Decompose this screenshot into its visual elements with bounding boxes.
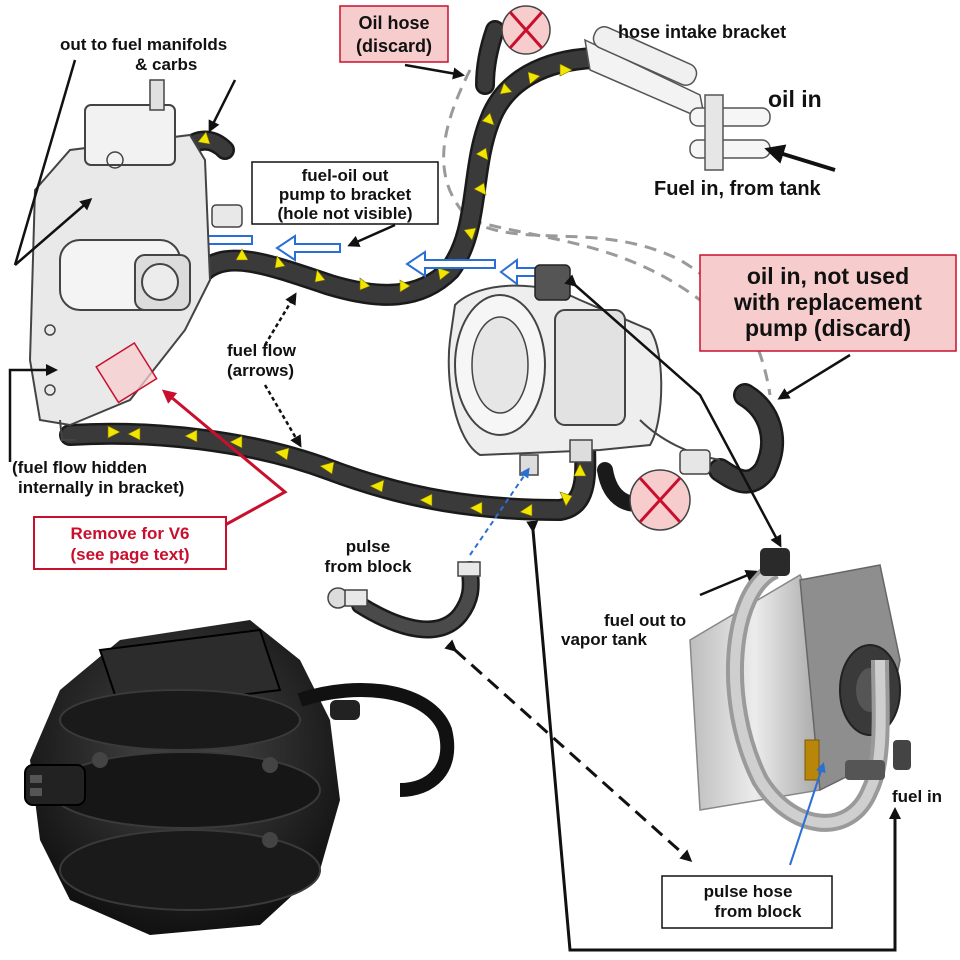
label-fuel-out-vapor-2: vapor tank (561, 630, 648, 649)
label-remove-for-v6-1: Remove for V6 (70, 524, 189, 543)
label-out-to-fuel-manifolds-2: & carbs (135, 55, 197, 74)
label-fuel-flow-1: fuel flow (227, 341, 297, 360)
pulse-fitting (327, 561, 481, 609)
label-remove-for-v6-2: (see page text) (70, 545, 189, 564)
pulse-hose-box (661, 875, 833, 929)
label-hose-intake-bracket: hose intake bracket (618, 22, 786, 42)
discard-x-oil-hose (501, 5, 551, 55)
remove-for-v6-highlight (95, 341, 158, 404)
label-fuel-flow-2: (arrows) (227, 361, 294, 380)
label-oil-hose-1: Oil hose (358, 13, 429, 33)
label-pulse-hose-1: pulse hose (704, 882, 793, 901)
oil-in-not-used-box (699, 254, 957, 352)
fuel-oil-out-box (251, 161, 439, 225)
label-pulse-from-block-2: from block (325, 557, 412, 576)
oil-hose-box (339, 5, 449, 63)
label-pulse-from-block-1: pulse (346, 537, 390, 556)
remove-leader (161, 389, 288, 527)
pulse-arrows (469, 467, 826, 866)
label-fuel-in-from-tank: Fuel in, from tank (654, 178, 822, 200)
label-fuel-oil-out-2: pump to bracket (279, 185, 412, 204)
discard-x-oil-in (629, 469, 691, 531)
label-oil-in-not-used-3: pump (discard) (745, 315, 911, 341)
label-oil-in: oil in (768, 86, 822, 112)
label-pulse-hose-2: from block (715, 902, 802, 921)
remove-for-v6-box (33, 516, 227, 570)
replacement-pump-photo (24, 620, 455, 935)
label-oil-in-not-used-2: with replacement (733, 289, 922, 315)
mechanical-pump-photo (689, 548, 911, 832)
label-fuel-in: fuel in (892, 787, 942, 806)
label-oil-in-not-used-1: oil in, not used (747, 263, 909, 289)
fuel-bracket (28, 79, 243, 441)
hose-intake-bracket (584, 26, 771, 171)
label-fuel-flow-hidden-2: internally in bracket) (18, 478, 184, 497)
label-fuel-flow-hidden-1: (fuel flow hidden (12, 458, 147, 477)
label-oil-hose-2: (discard) (356, 36, 432, 56)
leader-lines (8, 59, 901, 952)
center-vro-pump (447, 264, 721, 476)
label-fuel-oil-out-3: (hole not visible) (277, 204, 412, 223)
label-out-to-fuel-manifolds-1: out to fuel manifolds (60, 35, 227, 54)
label-fuel-oil-out-1: fuel-oil out (302, 166, 389, 185)
label-fuel-out-vapor-1: fuel out to (604, 611, 686, 630)
